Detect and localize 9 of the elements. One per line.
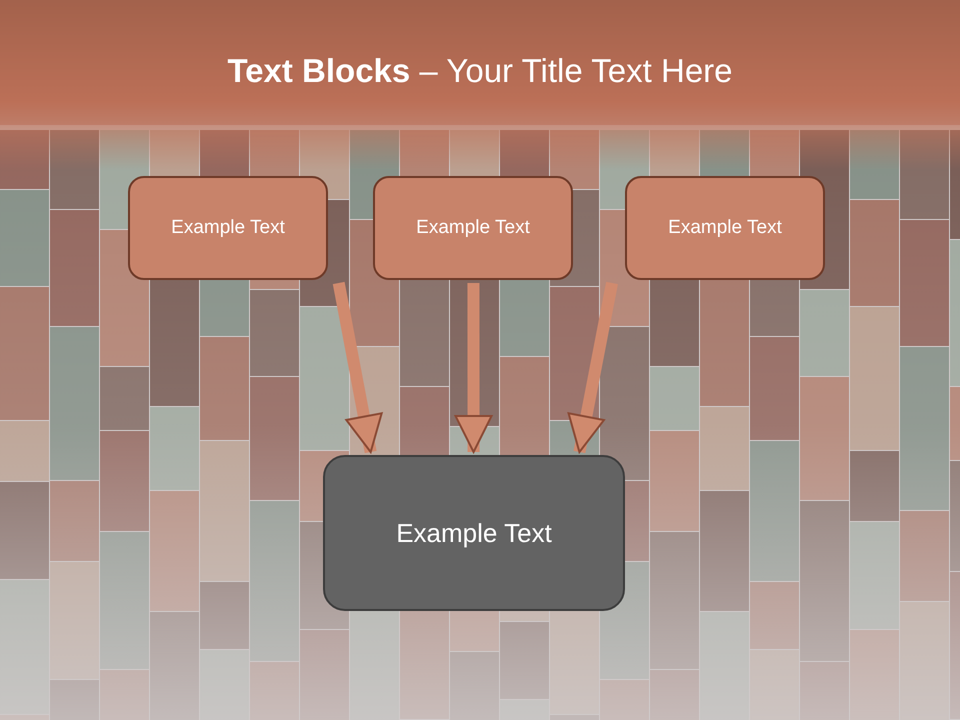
box-text: Example Text — [171, 217, 285, 239]
box-text: Example Text — [416, 217, 530, 239]
box-text: Example Text — [668, 217, 782, 239]
text-block-box — [373, 176, 573, 280]
slide-title: Text Blocks – Your Title Text Here — [226, 52, 734, 90]
box-text: Example Text — [396, 518, 552, 548]
result-box — [323, 455, 625, 611]
text-block-box — [128, 176, 328, 280]
text-block-box — [625, 176, 825, 280]
